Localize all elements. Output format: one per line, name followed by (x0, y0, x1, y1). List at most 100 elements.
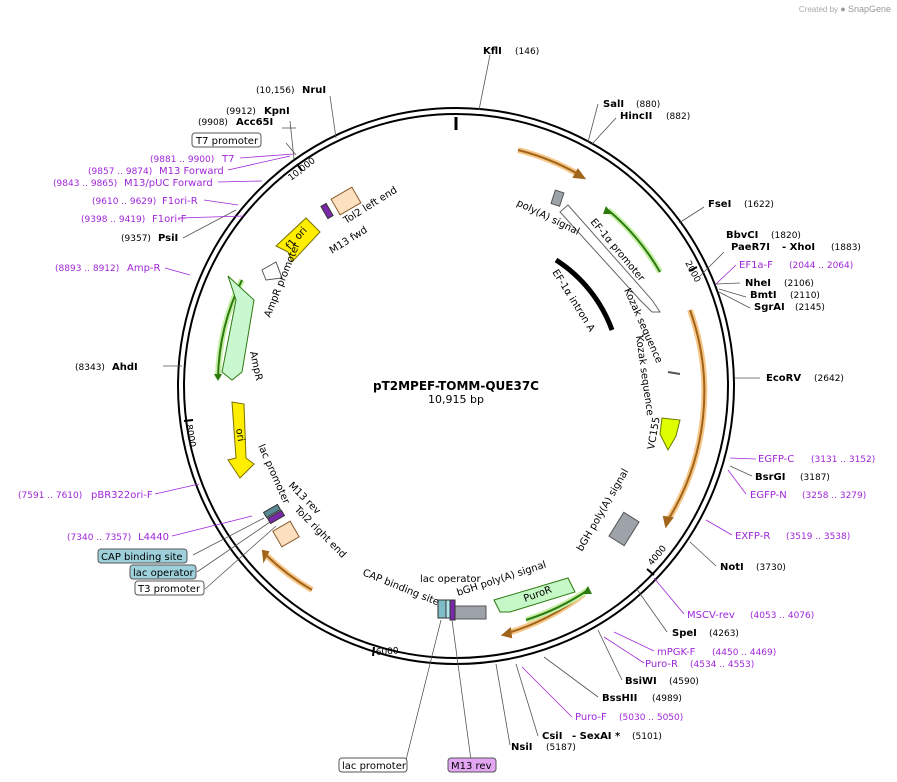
enzyme-xhoi-pos: (1883) (831, 243, 861, 253)
enzyme-sgrai[interactable]: SgrAI (754, 302, 785, 313)
backbone-outer (177, 107, 735, 665)
box-lac-promoter[interactable] (338, 757, 408, 773)
primer-f1ori-f[interactable]: F1ori-F (152, 214, 187, 225)
primer-mpgk-f-pos: (4450 .. 4469) (712, 648, 776, 658)
backbone-inner (183, 113, 729, 659)
box-m13-rev-label: M13 rev (451, 761, 492, 772)
primer-exfp-r[interactable]: EXFP-R (735, 531, 770, 542)
primer-egfp-c[interactable]: EGFP-C (758, 454, 794, 465)
enzyme-bsiwi-pos: (4590) (669, 677, 699, 687)
enzyme-bbvci[interactable]: BbvCI (726, 230, 758, 241)
enzyme-noti[interactable]: NotI (720, 562, 744, 573)
enzyme-kfli-pos: (146) (515, 47, 539, 57)
credit-brand: SnapGene (847, 4, 891, 14)
enzyme-nhei-pos: (2106) (784, 279, 814, 289)
primer-puro-f[interactable]: Puro-F (575, 712, 607, 723)
snapgene-logo: ● (840, 4, 846, 14)
box-t3-promoter-label: T3 promoter (137, 584, 201, 595)
enzyme-kpni[interactable]: KpnI (264, 106, 290, 117)
enzyme-spei[interactable]: SpeI (672, 628, 697, 639)
primer-mscv-rev[interactable]: MSCV-rev (687, 610, 735, 621)
primer-m13-forward[interactable]: M13 Forward (159, 166, 224, 177)
primer-f1ori-f-pos: (9398 .. 9419) (81, 215, 145, 225)
primer-t7-pos: (9881 .. 9900) (150, 155, 214, 165)
enzyme-csii[interactable]: CsiI (542, 731, 562, 742)
enzyme-bsiwi[interactable]: BsiWI (625, 676, 657, 687)
primer-ef1a-f-pos: (2044 .. 2064) (789, 261, 853, 271)
enzyme-ahdi[interactable]: AhdI (112, 362, 138, 373)
enzyme-drui-pos: (10,156) (256, 86, 295, 96)
enzyme-hincii[interactable]: HincII (620, 111, 652, 122)
enzyme-nsii[interactable]: NsiI (511, 742, 532, 753)
primer-mpgk-f[interactable]: mPGK-F (657, 647, 696, 658)
enzyme-spei-pos: (4263) (709, 629, 739, 639)
tick-8000: 8000 (183, 424, 197, 449)
enzyme-hincii-pos: (882) (666, 112, 690, 122)
enzyme-sexai[interactable]: - SexAI * (572, 731, 621, 742)
boxed-labels: T7 promoter CAP binding site lac operato… (97, 132, 497, 773)
enzyme-kfli[interactable]: KflI (483, 46, 502, 57)
plasmid-name: pT2MPEF-TOMM-QUE37C (373, 379, 539, 393)
tick-marks (183, 163, 698, 657)
enzyme-psii[interactable]: PsiI (158, 233, 178, 244)
primer-f1ori-r[interactable]: F1ori-R (162, 196, 198, 207)
primer-m13puc-forward[interactable]: M13/pUC Forward (124, 178, 213, 189)
tick-4000: 4000 (647, 544, 670, 568)
enzyme-ecorv-pos: (2642) (814, 374, 844, 384)
inner-features (221, 186, 681, 621)
primer-lines (154, 153, 757, 718)
feature-lac-promoter: lac promoter (255, 443, 291, 507)
enzyme-sali[interactable]: SalI (603, 99, 624, 110)
primer-amp-r-pos: (8893 .. 8912) (55, 264, 119, 274)
feature-ori: ori (233, 428, 246, 443)
enzyme-paer7i[interactable]: PaeR7I (731, 242, 770, 253)
enzyme-sgrai-pos: (2145) (795, 303, 825, 313)
primer-t7[interactable]: T7 (221, 154, 234, 165)
enzyme-xhoi[interactable]: - XhoI (782, 242, 815, 253)
primer-exfp-r-pos: (3519 .. 3538) (786, 532, 850, 542)
primer-mscv-rev-pos: (4053 .. 4076) (750, 611, 814, 621)
enzyme-nhei[interactable]: NheI (745, 278, 771, 289)
enzyme-bsrgi[interactable]: BsrGI (755, 472, 785, 483)
enzyme-bsrgi-pos: (3187) (800, 473, 830, 483)
leader-lines (163, 54, 760, 761)
enzyme-bsshii[interactable]: BssHII (602, 693, 637, 704)
enzyme-sali-pos: (880) (636, 100, 660, 110)
enzyme-psii-pos: (9357) (121, 234, 151, 244)
enzyme-bsshii-pos: (4989) (652, 694, 682, 704)
primer-egfp-n[interactable]: EGFP-N (750, 490, 787, 501)
tick-6000: 6000 (376, 646, 400, 658)
box-t7-promoter[interactable] (191, 132, 262, 148)
primer-pbr322ori-f[interactable]: pBR322ori-F (91, 490, 153, 501)
primer-puro-r[interactable]: Puro-R (645, 659, 678, 670)
primer-puro-r-pos: (4534 .. 4553) (690, 660, 754, 670)
primer-egfp-n-pos: (3258 .. 3279) (802, 491, 866, 501)
enzyme-nrui[interactable]: NruI (302, 85, 326, 96)
primer-m13-forward-pos: (9857 .. 9874) (88, 167, 152, 177)
primer-f1ori-r-pos: (9610 .. 9629) (92, 197, 156, 207)
enzyme-fsei[interactable]: FseI (708, 199, 731, 210)
enzyme-ecorv[interactable]: EcoRV (766, 373, 801, 384)
primer-ef1a-f[interactable]: EF1a-F (739, 260, 773, 271)
feature-ampr: AmpR (247, 350, 264, 382)
primer-l4440[interactable]: L4440 (138, 532, 169, 543)
box-m13-rev[interactable] (447, 757, 497, 773)
box-lac-operator[interactable] (129, 564, 197, 580)
plasmid-size: 10,915 bp (428, 393, 484, 406)
enzyme-bmti-pos: (2110) (790, 291, 820, 301)
enzyme-noti-pos: (3730) (756, 563, 786, 573)
enzyme-nsii-pos: (5187) (546, 743, 576, 753)
credit-prefix: Created by (798, 5, 839, 14)
enzyme-acc65i[interactable]: Acc65I (236, 117, 273, 128)
enzyme-bmti[interactable]: BmtI (750, 290, 777, 301)
primer-amp-r[interactable]: Amp-R (127, 263, 161, 274)
box-lac-operator-label: lac operator (133, 568, 194, 579)
feature-ef1a-intron: EF-1α intron A (549, 268, 596, 334)
enzyme-fsei-pos: (1622) (744, 200, 774, 210)
box-cap-binding-site[interactable] (97, 548, 188, 564)
enzyme-kpni-pos: (9912) (226, 107, 256, 117)
box-t3-promoter[interactable] (134, 580, 205, 596)
snapgene-credit: Created by ● SnapGene (799, 4, 891, 14)
primer-puro-f-pos: (5030 .. 5050) (619, 713, 683, 723)
feature-m13-fwd: M13 fwd (328, 225, 370, 257)
